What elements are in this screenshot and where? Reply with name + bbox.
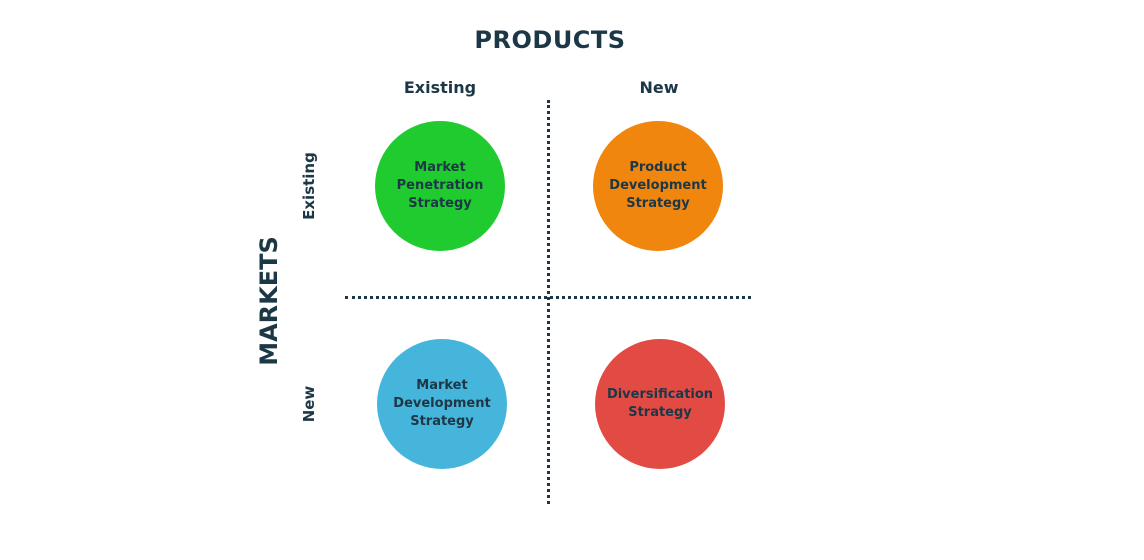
quadrant-market-development: Market Development Strategy bbox=[377, 339, 507, 469]
column-header-existing: Existing bbox=[403, 78, 477, 97]
horizontal-dotted-divider bbox=[345, 296, 751, 299]
quadrant-market-penetration: Market Penetration Strategy bbox=[375, 121, 505, 251]
quadrant-product-development: Product Development Strategy bbox=[593, 121, 723, 251]
quadrant-label: Market Penetration Strategy bbox=[396, 160, 484, 211]
quadrant-label: Market Development Strategy bbox=[393, 378, 491, 429]
row-header-new: New bbox=[300, 385, 318, 423]
quadrant-label: Product Development Strategy bbox=[609, 160, 707, 211]
products-axis-title: PRODUCTS bbox=[474, 26, 626, 54]
vertical-dotted-divider bbox=[547, 100, 550, 504]
markets-axis-title: MARKETS bbox=[255, 236, 283, 366]
row-header-existing: Existing bbox=[300, 152, 318, 220]
column-header-new: New bbox=[639, 78, 679, 97]
quadrant-label: Diversification Strategy bbox=[606, 387, 714, 420]
quadrant-diversification: Diversification Strategy bbox=[595, 339, 725, 469]
